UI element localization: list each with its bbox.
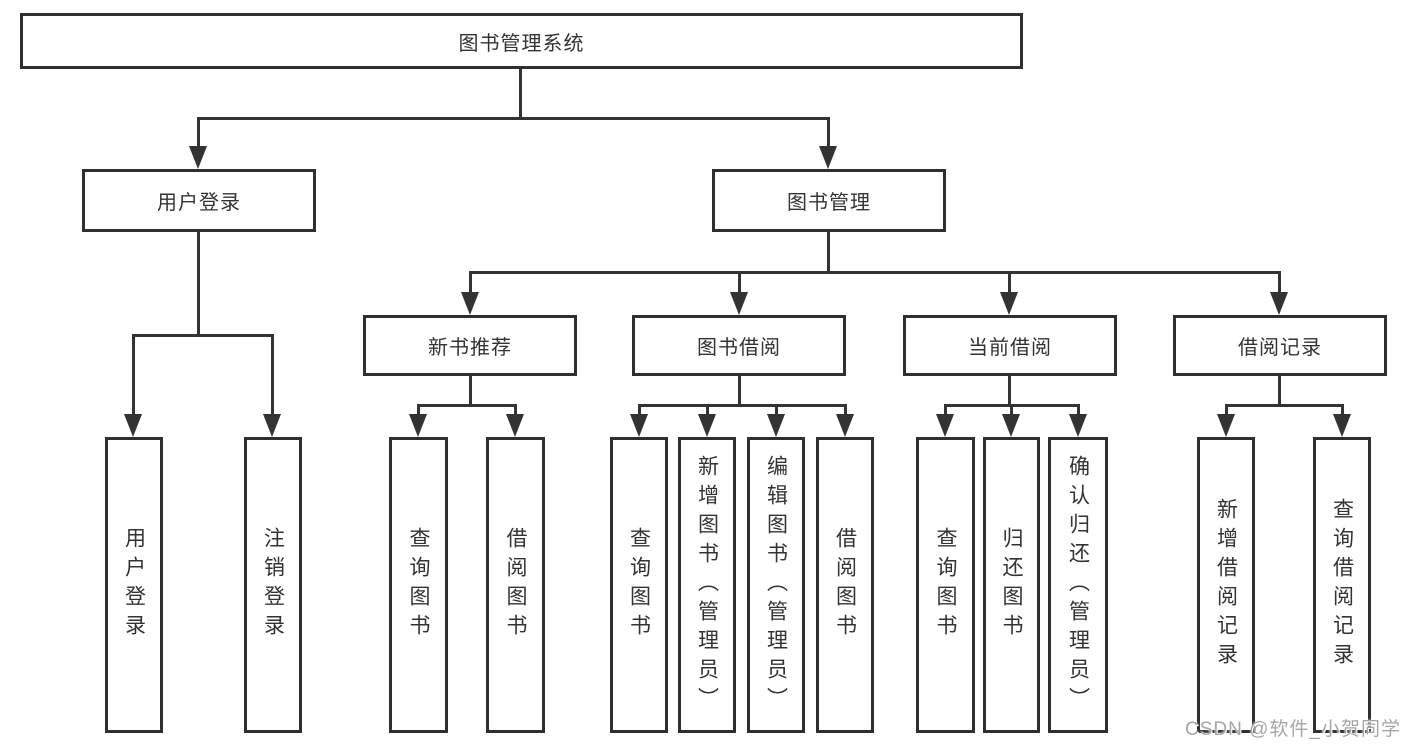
leaf-label: 新增图书（管理员） — [695, 454, 719, 716]
node-label: 用户登录 — [157, 192, 241, 214]
node-book-borrowing: 图书借阅 — [632, 315, 846, 376]
connector-line — [197, 117, 830, 120]
connector-line — [1010, 404, 1013, 418]
node-borrowing-records: 借阅记录 — [1173, 315, 1387, 376]
connector-line — [519, 69, 522, 119]
connector-line — [844, 404, 847, 418]
node-library-system: 图书管理系统 — [20, 13, 1023, 69]
connector-line — [469, 271, 1281, 274]
connector-line — [469, 271, 472, 297]
connector-line — [132, 334, 273, 337]
node-new-book-recommend: 新书推荐 — [363, 315, 577, 376]
arrowhead-down — [409, 414, 427, 437]
leaf-label: 归还图书 — [1000, 527, 1023, 643]
leaf-label: 借阅图书 — [504, 527, 527, 643]
arrowhead-down — [1270, 292, 1288, 315]
arrowhead-down — [836, 414, 854, 437]
arrowhead-down — [506, 414, 524, 437]
leaf-user-login: 用户登录 — [105, 437, 163, 733]
arrowhead-down — [1002, 414, 1020, 437]
node-label: 图书管理 — [787, 192, 871, 214]
connector-line — [1077, 404, 1080, 418]
leaf-label: 确认归还（管理员） — [1066, 454, 1090, 716]
arrowhead-down — [1000, 292, 1018, 315]
connector-line — [1225, 404, 1343, 407]
leaf-confirm-return-admin: 确认归还（管理员） — [1048, 437, 1108, 733]
arrowhead-down — [263, 414, 281, 437]
arrowhead-down — [936, 414, 954, 437]
leaf-add-books-admin: 新增图书（管理员） — [678, 437, 736, 733]
leaf-label: 查询图书 — [627, 527, 651, 643]
leaf-label: 借阅图书 — [833, 527, 857, 643]
connector-line — [197, 231, 200, 337]
node-book-management: 图书管理 — [712, 169, 946, 232]
connector-line — [638, 404, 846, 407]
arrowhead-down — [698, 414, 716, 437]
connector-line — [417, 404, 420, 418]
connector-line — [775, 404, 778, 418]
node-label: 当前借阅 — [968, 337, 1052, 359]
leaf-label: 用户登录 — [122, 527, 146, 643]
connector-line — [944, 404, 947, 418]
leaf-recommend-borrow-books: 借阅图书 — [486, 437, 545, 733]
node-label: 新书推荐 — [428, 337, 512, 359]
arrowhead-down — [767, 414, 785, 437]
node-label: 图书管理系统 — [458, 32, 585, 55]
connector-line — [469, 374, 472, 407]
leaf-current-query-books: 查询图书 — [916, 437, 975, 733]
leaf-label: 查询图书 — [407, 527, 430, 643]
connector-line — [1341, 404, 1344, 418]
connector-line — [638, 404, 641, 418]
connector-line — [417, 404, 517, 407]
leaf-logout: 注销登录 — [244, 437, 302, 733]
connector-line — [1225, 404, 1228, 418]
arrowhead-down — [189, 146, 207, 169]
leaf-add-borrow-record: 新增借阅记录 — [1197, 437, 1255, 733]
arrowhead-down — [1217, 414, 1235, 437]
connector-line — [1278, 374, 1281, 407]
leaf-return-books: 归还图书 — [983, 437, 1040, 733]
node-user-login: 用户登录 — [82, 169, 316, 232]
arrowhead-down — [461, 292, 479, 315]
leaf-query-borrow-record: 查询借阅记录 — [1313, 437, 1371, 733]
node-label: 图书借阅 — [697, 337, 781, 359]
arrowhead-down — [1333, 414, 1351, 437]
node-current-borrowing: 当前借阅 — [903, 315, 1117, 376]
arrowhead-down — [1069, 414, 1087, 437]
leaf-label: 编辑图书（管理员） — [764, 454, 788, 716]
leaf-label: 查询图书 — [934, 527, 957, 643]
connector-line — [1008, 271, 1011, 297]
connector-line — [738, 374, 741, 407]
csdn-watermark: CSDN @软件_小贺同学 — [1185, 719, 1401, 740]
connector-line — [514, 404, 517, 418]
leaf-recommend-query-books: 查询图书 — [389, 437, 448, 733]
connector-line — [827, 117, 830, 151]
leaf-label: 新增借阅记录 — [1214, 498, 1238, 672]
leaf-borrowing-borrow-books: 借阅图书 — [816, 437, 874, 733]
leaf-label: 查询借阅记录 — [1330, 498, 1354, 672]
connector-line — [706, 404, 709, 418]
arrowhead-down — [819, 146, 837, 169]
connector-line — [1278, 271, 1281, 297]
arrowhead-down — [730, 292, 748, 315]
arrowhead-down — [124, 414, 142, 437]
node-label: 借阅记录 — [1238, 337, 1322, 359]
connector-line — [197, 117, 200, 151]
connector-line — [738, 271, 741, 297]
connector-line — [827, 231, 830, 273]
arrowhead-down — [630, 414, 648, 437]
connector-line — [271, 334, 274, 420]
leaf-borrowing-query-books: 查询图书 — [610, 437, 668, 733]
connector-line — [132, 334, 135, 420]
connector-line — [1008, 374, 1011, 407]
leaf-edit-books-admin: 编辑图书（管理员） — [747, 437, 805, 733]
leaf-label: 注销登录 — [261, 527, 285, 643]
